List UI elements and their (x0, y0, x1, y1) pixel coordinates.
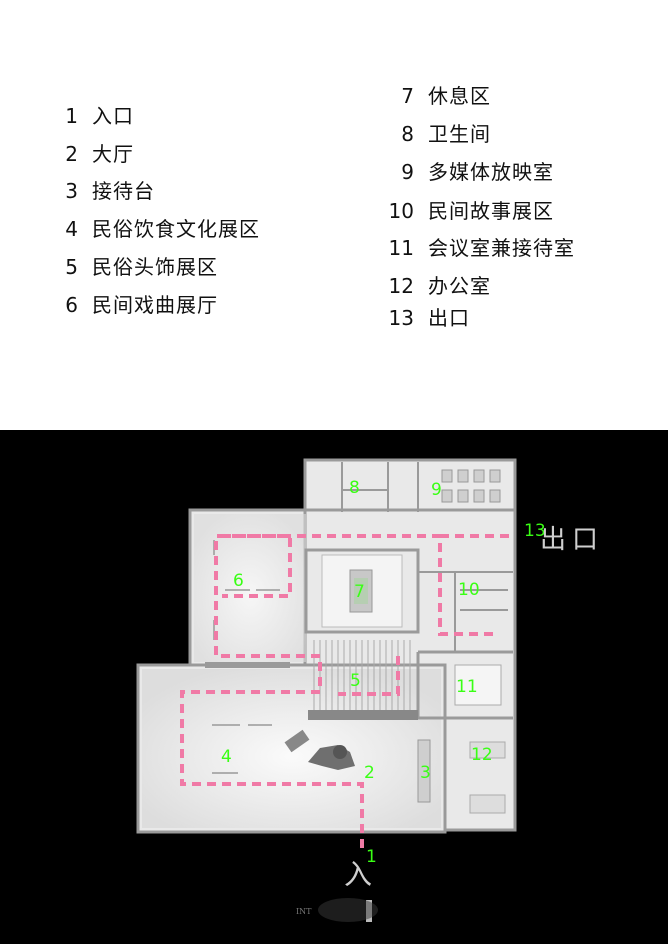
stair-landing (308, 710, 418, 720)
legend-number: 1 (65, 104, 78, 128)
legend-label: 民俗饮食文化展区 (92, 217, 260, 241)
legend-label: 大厅 (92, 142, 134, 166)
room-number-3: 3 (420, 763, 431, 783)
room-number-4: 4 (221, 747, 232, 767)
room-number-5: 5 (350, 671, 361, 691)
reception-counter (417, 739, 431, 803)
entrance-sign: 入 (344, 858, 372, 891)
legend-item-11: 11 会议室兼接待室 (378, 236, 575, 260)
legend-number: 9 (401, 160, 414, 184)
legend-item-13: 13 出口 (378, 306, 470, 330)
bench (284, 729, 310, 753)
room-number-10: 10 (458, 580, 480, 600)
legend-number: 8 (401, 122, 414, 146)
legend-label: 民俗头饰展区 (92, 255, 218, 279)
legend-number: 6 (65, 293, 78, 317)
rest-island-inner (354, 578, 368, 604)
legend-number: 2 (65, 142, 78, 166)
legend-label: 民间故事展区 (428, 199, 554, 223)
room-number-11: 11 (456, 677, 478, 697)
legend-number: 10 (388, 199, 414, 223)
meeting-table (454, 664, 502, 706)
room-numbers: 1 2 3 4 5 6 7 8 9 10 11 12 13 (221, 478, 546, 867)
stair-lines (313, 640, 411, 710)
legend-label: 民间戏曲展厅 (92, 293, 218, 317)
legend-label: 会议室兼接待室 (428, 236, 575, 260)
office-desk (469, 794, 506, 814)
legend-item-6: 6 民间戏曲展厅 (60, 293, 218, 317)
legend-label: 接待台 (92, 179, 155, 203)
room-number-7: 7 (354, 582, 365, 602)
room-number-13: 13 (524, 521, 546, 541)
legend-item-12: 12 办公室 (378, 274, 491, 298)
legend-number: 13 (388, 306, 414, 330)
legend-label: 卫生间 (428, 122, 491, 146)
legend-item-9: 9 多媒体放映室 (378, 160, 554, 184)
legend-label: 办公室 (428, 274, 491, 298)
legend-item-10: 10 民间故事展区 (378, 199, 554, 223)
sculpture-head (333, 745, 347, 759)
watermark-blur (318, 898, 378, 922)
tour-path (180, 534, 512, 848)
room-number-8: 8 (349, 478, 360, 498)
multimedia-seats (441, 469, 501, 503)
interior-walls (205, 462, 513, 830)
legend-item-5: 5 民俗头饰展区 (60, 255, 218, 279)
legend-number: 4 (65, 217, 78, 241)
legend-label: 入口 (92, 104, 134, 128)
room-number-9: 9 (431, 480, 442, 500)
floor-plan: 1 2 3 4 5 6 7 8 9 10 11 12 13 出口 入 INT (0, 430, 668, 944)
legend-item-7: 7 休息区 (378, 84, 491, 108)
room-number-2: 2 (364, 763, 375, 783)
legend-item-3: 3 接待台 (60, 179, 155, 203)
legend-number: 3 (65, 179, 78, 203)
legend-number: 12 (388, 274, 414, 298)
faint-text: INT (296, 907, 312, 916)
legend-number: 5 (65, 255, 78, 279)
legend-number: 7 (401, 84, 414, 108)
legend-label: 出口 (428, 306, 470, 330)
exit-sign: 出口 (540, 525, 604, 555)
legend-item-2: 2 大厅 (60, 142, 134, 166)
legend-item-4: 4 民俗饮食文化展区 (60, 217, 260, 241)
office-desk (469, 741, 506, 759)
room-number-1: 1 (366, 847, 377, 867)
room-number-12: 12 (471, 745, 493, 765)
room-number-6: 6 (233, 571, 244, 591)
floor-glow-west (194, 514, 306, 662)
legend-label: 多媒体放映室 (428, 160, 554, 184)
legend-item-8: 8 卫生间 (378, 122, 491, 146)
legend-item-1: 1 入口 (60, 104, 134, 128)
legend-number: 11 (388, 236, 414, 260)
legend-label: 休息区 (428, 84, 491, 108)
